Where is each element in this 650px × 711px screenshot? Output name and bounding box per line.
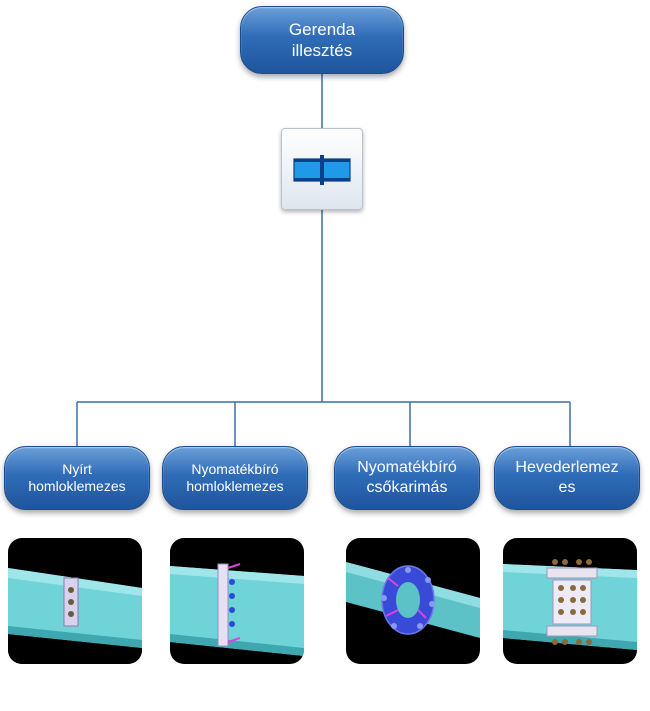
child-label: Nyomatékbíró csőkarimás bbox=[357, 459, 457, 496]
root-label: Gerenda illesztés bbox=[288, 19, 356, 60]
beam-splice-icon bbox=[281, 128, 363, 210]
child-label: Hevederlemez es bbox=[515, 459, 619, 496]
thumbnail-shear-endplate bbox=[8, 538, 142, 664]
thumbnail-moment-endplate bbox=[170, 538, 304, 664]
child-label: Nyomatékbíró homloklemezes bbox=[186, 460, 284, 495]
root-node: Gerenda illesztés bbox=[240, 6, 404, 74]
child-node-shear-endplate: Nyírt homloklemezes bbox=[4, 446, 150, 510]
child-node-moment-flange: Nyomatékbíró csőkarimás bbox=[334, 446, 480, 510]
child-node-splice-plate: Hevederlemez es bbox=[494, 446, 640, 510]
child-label: Nyírt homloklemezes bbox=[28, 460, 126, 495]
thumbnail-splice-plate bbox=[503, 538, 637, 664]
thumbnail-moment-flange bbox=[346, 538, 480, 664]
child-node-moment-endplate: Nyomatékbíró homloklemezes bbox=[162, 446, 308, 510]
